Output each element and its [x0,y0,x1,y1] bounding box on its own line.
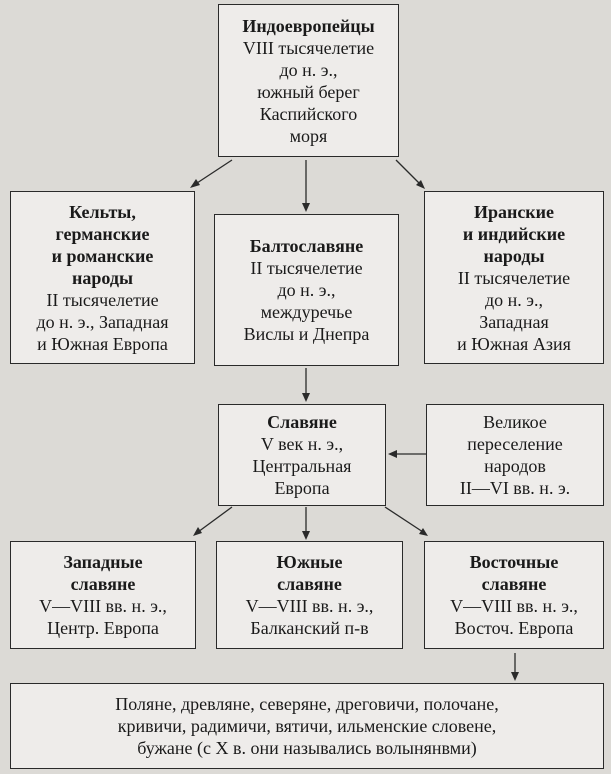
box-line: междуречье [260,302,353,322]
box-line: Каспийского [259,103,358,124]
box-title: Западные [63,552,143,572]
arrow-slavs-to-east [384,506,428,536]
box-line: народов [484,456,546,476]
box-west-slavs: Западные славяне V—VIII вв. н. э., Центр… [10,541,196,649]
box-title: славяне [70,574,136,594]
box-line: южный берег [257,81,360,102]
box-line: до н. э., [277,280,336,300]
box-indo-europeans: Индоевропейцы VIII тысячелетие до н. э.,… [218,4,399,157]
box-east-slavs: Восточные славяне V—VIII вв. н. э., Вост… [424,541,604,649]
box-celts-germans-romance: Кельты, германские и романские народы II… [10,191,195,364]
box-line: II тысячелетие [46,289,159,310]
arrow-migration-to-slavs [388,450,426,458]
box-title: славяне [481,574,547,594]
box-line: Вислы и Днепра [243,324,370,344]
box-title: Балтославяне [249,236,364,256]
box-title: германские [55,223,150,244]
box-line: Европа [274,478,330,498]
box-line: Великое [483,412,547,432]
box-title: народы [483,245,545,266]
box-line: бужане (с X в. они назывались волынянвми… [137,738,477,758]
box-line: Восточ. Европа [454,618,574,638]
box-line: Западная [479,311,549,332]
box-line: переселение [467,434,563,454]
box-line: Поляне, древляне, северяне, дреговичи, п… [115,694,499,714]
box-title: Иранские [473,201,555,222]
box-title: Кельты, [69,201,136,222]
box-title: и индийские [462,223,566,244]
box-title: славяне [277,574,342,594]
box-iranian-indian: Иранские и индийские народы II тысячелет… [424,191,604,364]
arrow-slavs-to-west [193,506,233,536]
box-line: до н. э., Западная [36,311,169,332]
arrow-indo-to-balto [302,160,310,212]
box-slavs: Славяне V век н. э., Центральная Европа [218,404,386,506]
box-line: Центральная [252,456,352,476]
box-south-slavs: Южные славяне V—VIII вв. н. э., Балканск… [216,541,403,649]
arrow-balto-to-slavs [302,368,310,402]
box-title: Южные [276,552,343,572]
box-title: Славяне [267,412,337,432]
box-line: II тысячелетие [457,267,571,288]
box-line: V—VIII вв. н. э., [39,596,167,616]
box-title: народы [71,267,134,288]
box-great-migration: Великое переселение народов II—VI вв. н.… [426,404,604,506]
arrow-indo-to-iran [395,159,425,189]
box-title: Индоевропейцы [242,15,375,36]
box-line: до н. э., [279,59,338,80]
box-line: II—VI вв. н. э. [459,478,571,498]
box-line: Балканский п-в [250,618,369,638]
box-line: моря [289,125,328,146]
box-line: и Южная Европа [37,333,168,354]
box-title: и романские [51,245,154,266]
box-line: Центр. Европа [47,618,159,638]
box-east-slav-tribes: Поляне, древляне, северяне, дреговичи, п… [10,683,604,769]
box-line: V—VIII вв. н. э., [245,596,374,616]
arrow-east-to-tribes [511,653,519,681]
box-line: II тысячелетие [250,258,363,278]
box-line: и Южная Азия [457,333,571,354]
box-line: кривичи, радимичи, вятичи, ильменские сл… [117,716,497,736]
box-line: V—VIII вв. н. э., [450,596,578,616]
box-title: Восточные [469,552,559,572]
arrow-slavs-to-south [302,507,310,540]
box-line: V век н. э., [260,434,344,454]
arrow-indo-to-celts [190,159,233,188]
box-line: VIII тысячелетие [242,37,375,58]
box-balto-slavs: Балтославяне II тысячелетие до н. э., ме… [214,214,399,366]
box-line: до н. э., [484,289,544,310]
